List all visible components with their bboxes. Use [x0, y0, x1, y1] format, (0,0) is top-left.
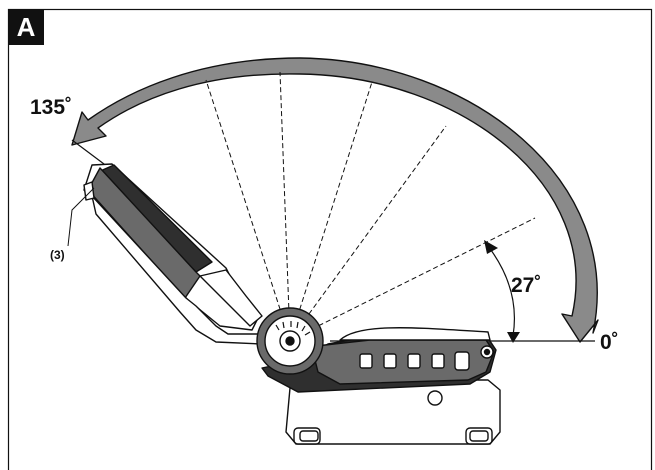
rotation-arc-arrow — [71, 57, 599, 343]
angle-label-27: 27˚ — [511, 274, 542, 297]
angle-dashed-lines — [205, 71, 536, 341]
part-label-3: (3) — [50, 248, 65, 262]
panel-label: A — [8, 9, 44, 45]
pivot-ticks — [275, 321, 311, 336]
angle-arrowhead-top — [484, 240, 498, 254]
angle-label-135: 135˚ — [30, 96, 73, 119]
frame-border — [7, 8, 653, 470]
angle-label-0: 0˚ — [600, 331, 619, 354]
lamp-base — [256, 307, 501, 445]
part-3-leader — [67, 187, 95, 247]
angle-arc-27 — [487, 245, 516, 337]
lamp-head — [83, 163, 269, 345]
angle-arrowhead-bottom — [507, 332, 520, 343]
